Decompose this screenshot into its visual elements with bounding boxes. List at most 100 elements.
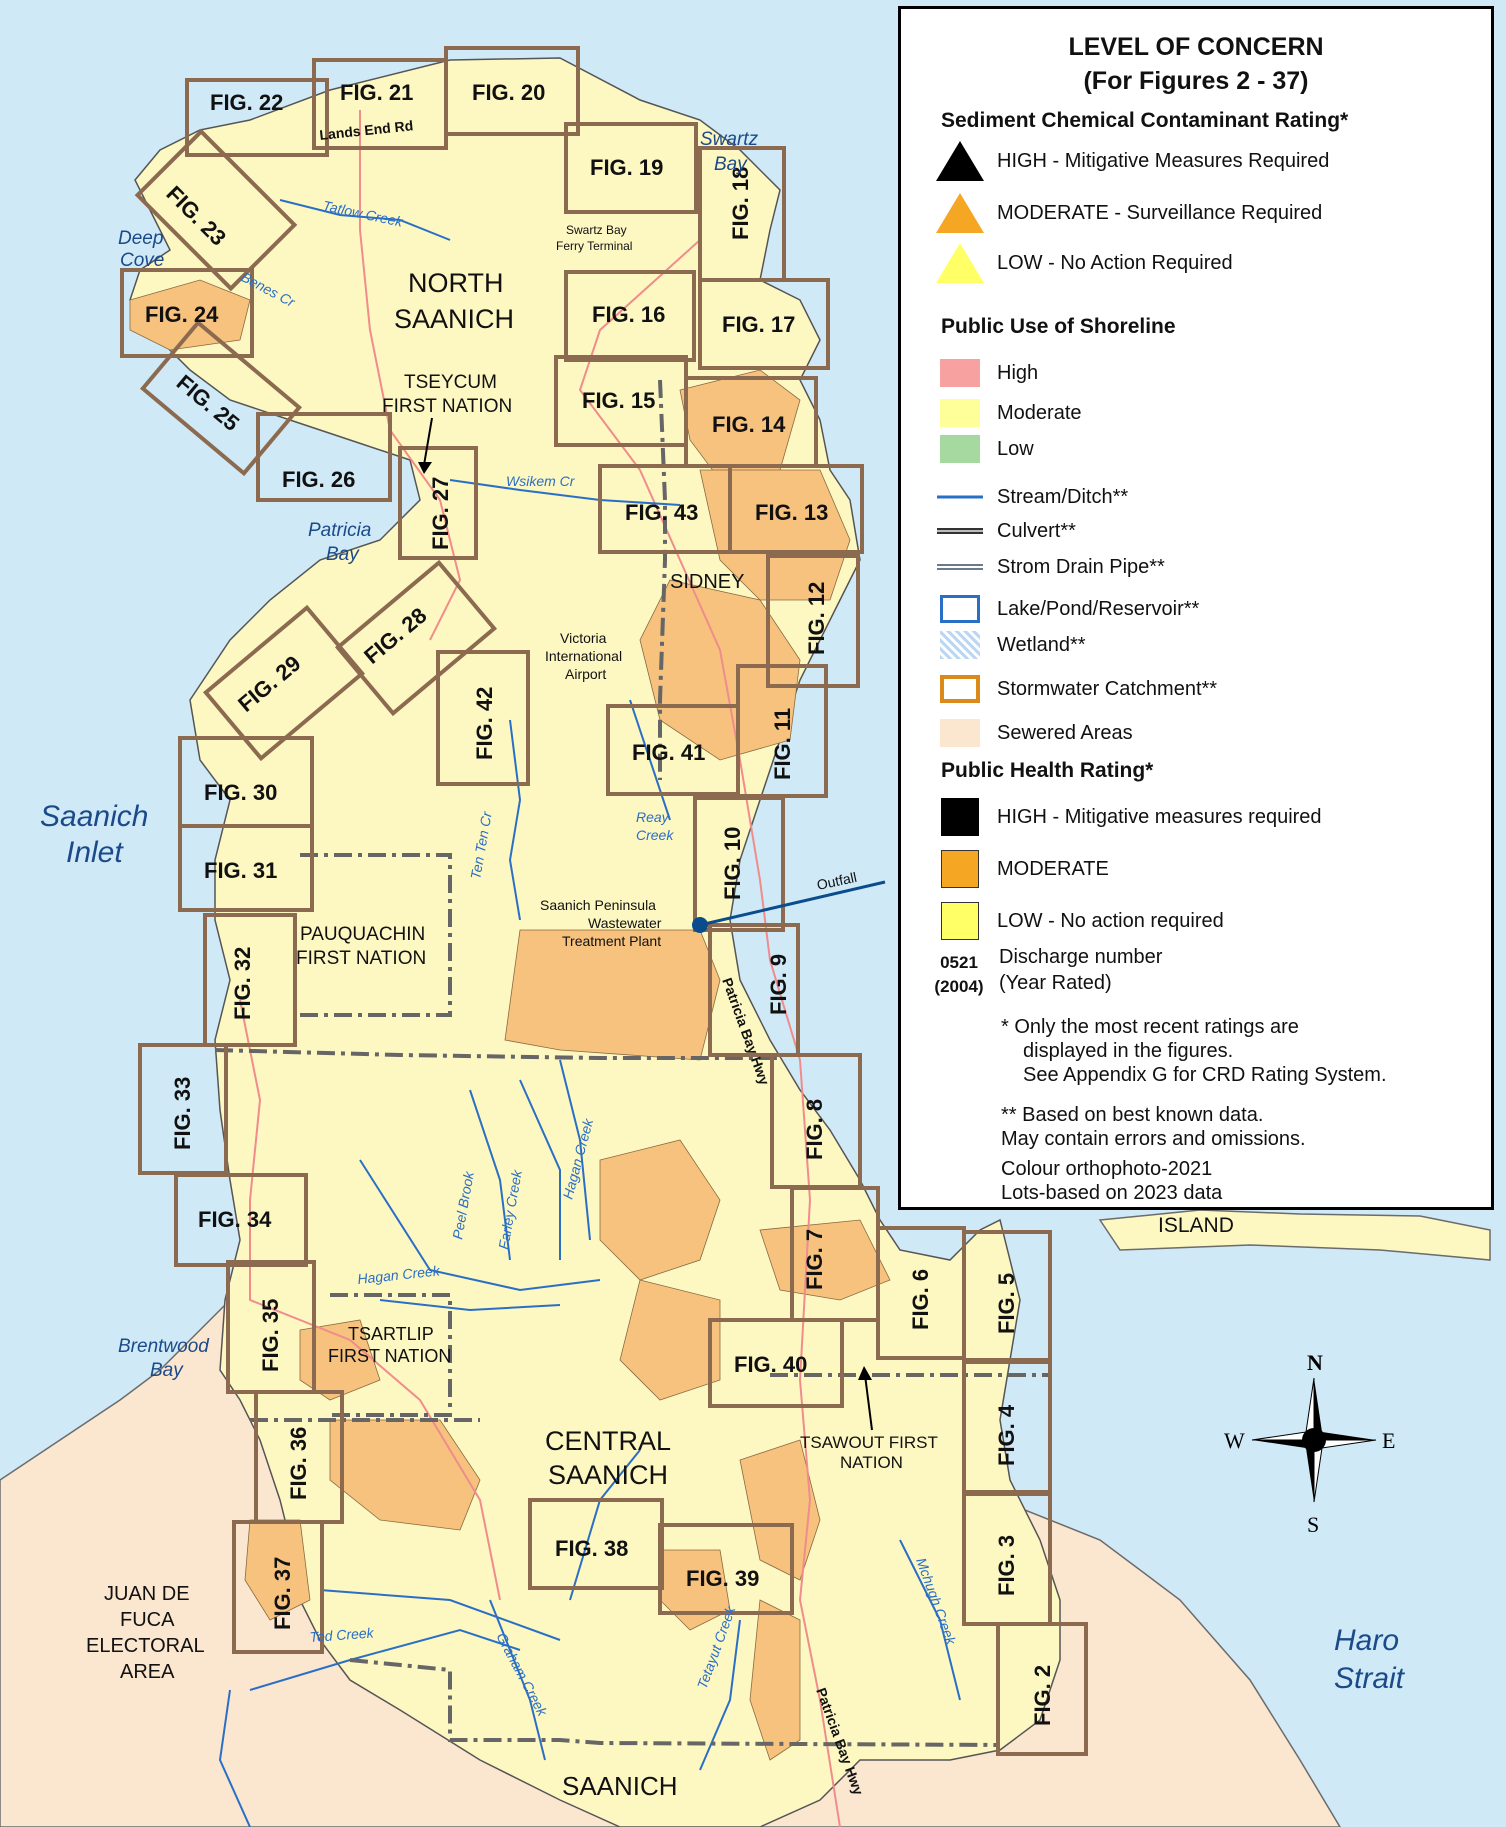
fig-box-19[interactable] (564, 122, 698, 214)
fig-label[interactable]: FIG. 30 (204, 780, 277, 805)
tseycum-arrow-head (418, 462, 432, 474)
square-high-icon (941, 798, 979, 836)
compass-rose: N S E W (1224, 1350, 1395, 1537)
place-ferry-terminal: Swartz Bay (566, 223, 627, 237)
water-haro-strait: Strait (1334, 1662, 1406, 1695)
culvert-row: Culvert** (935, 511, 1076, 551)
fig-label[interactable]: FIG. 8 (802, 1099, 827, 1160)
municipal-boundaries (214, 379, 1050, 1747)
fig-box-34[interactable] (174, 1173, 308, 1267)
fig-box-22[interactable] (185, 78, 329, 157)
discharge-year: (2004) (934, 977, 984, 996)
fig-box-39[interactable] (658, 1523, 794, 1615)
fig-box-17[interactable] (698, 278, 830, 370)
treatment-plant-marker[interactable] (692, 917, 708, 933)
fig-label[interactable]: FIG. 16 (592, 302, 665, 327)
fig-label[interactable]: FIG. 42 (472, 687, 497, 760)
fig-label[interactable]: FIG. 14 (712, 412, 786, 437)
fig-box-27[interactable] (398, 446, 478, 560)
svg-text:S: S (1307, 1512, 1319, 1537)
discharge-number: 0521 (940, 953, 978, 972)
public-use-high-row: High (935, 353, 1038, 393)
public-use-low-row: Low (935, 429, 1034, 469)
place-north-saanich: SAANICH (394, 304, 514, 334)
fig-label[interactable]: FIG. 17 (722, 312, 795, 337)
fig-box-42[interactable] (436, 650, 530, 786)
fig-label[interactable]: FIG. 5 (994, 1273, 1019, 1334)
swatch-moderate-icon (940, 399, 980, 427)
fig-label[interactable]: FIG. 7 (802, 1229, 827, 1290)
fig-label[interactable]: FIG. 32 (230, 947, 255, 1020)
sewered-swatch-icon (940, 719, 980, 747)
fig-label[interactable]: FIG. 43 (625, 500, 698, 525)
fig-box-26[interactable] (256, 412, 392, 502)
place-juan-de-fuca: ELECTORAL (86, 1635, 205, 1657)
fig-label[interactable]: FIG. 34 (198, 1207, 272, 1232)
fig-box-37[interactable] (232, 1520, 324, 1654)
place-island: ISLAND (1158, 1214, 1234, 1237)
wetland-row: Wetland** (935, 625, 1086, 665)
fig-label[interactable]: FIG. 35 (258, 1299, 283, 1372)
fig-box-40[interactable] (708, 1318, 844, 1408)
fig-box-23[interactable] (134, 128, 298, 292)
fig-label[interactable]: FIG. 31 (204, 858, 277, 883)
fig-label[interactable]: FIG. 41 (632, 740, 705, 765)
note-2-line-1: ** Based on best known data. (1001, 1104, 1264, 1126)
fig-label[interactable]: FIG. 27 (428, 477, 453, 550)
fig-box-32[interactable] (203, 913, 297, 1047)
fig-label[interactable]: FIG. 9 (766, 954, 791, 1015)
fig-label[interactable]: FIG. 22 (210, 90, 283, 115)
fig-box-24[interactable] (120, 268, 254, 358)
stream-row: Stream/Ditch** (935, 477, 1128, 517)
fig-box-13[interactable] (728, 464, 864, 554)
fig-box-9[interactable] (708, 923, 800, 1057)
water-haro-strait: Haro (1334, 1624, 1399, 1657)
fig-label[interactable]: FIG. 4 (994, 1404, 1019, 1466)
sediment-low-label: LOW - No Action Required (997, 251, 1233, 274)
neighbour-island (1098, 1209, 1491, 1261)
wetland-pattern-icon (940, 631, 980, 659)
fig-label[interactable]: FIG. 12 (804, 582, 829, 655)
fig-label[interactable]: FIG. 15 (582, 388, 655, 413)
fig-box-12[interactable] (766, 554, 860, 688)
health-moderate-row: MODERATE (935, 849, 1109, 889)
place-tseycum: FIRST NATION (382, 396, 512, 417)
fig-label[interactable]: FIG. 36 (286, 1427, 311, 1500)
health-high-label: HIGH - Mitigative measures required (997, 805, 1322, 828)
creek-tod: Tod Creek (309, 1624, 375, 1645)
place-wwtp: Saanich Peninsula (540, 897, 656, 913)
fig-label[interactable]: FIG. 2 (1030, 1665, 1055, 1726)
public-use-heading: Public Use of Shoreline (941, 315, 1176, 338)
fig-box-10[interactable] (693, 796, 785, 932)
fig-label[interactable]: FIG. 20 (472, 80, 545, 105)
fig-label[interactable]: FIG. 33 (170, 1077, 195, 1150)
fig-box-2[interactable] (996, 1622, 1088, 1756)
note-1-line-3: See Appendix G for CRD Rating System. (1023, 1064, 1387, 1086)
fig-box-20[interactable] (444, 46, 580, 136)
fig-box-16[interactable] (564, 270, 696, 362)
fig-label[interactable]: FIG. 37 (270, 1557, 295, 1630)
health-low-label: LOW - No action required (997, 909, 1224, 932)
fig-box-29[interactable] (202, 604, 366, 762)
fig-label[interactable]: FIG. 6 (908, 1269, 933, 1330)
fig-label[interactable]: FIG. 18 (728, 167, 753, 240)
fig-label[interactable]: FIG. 19 (590, 155, 663, 180)
discharge-label: Discharge number (999, 946, 1163, 968)
fig-label[interactable]: FIG. 21 (340, 80, 413, 105)
fig-label[interactable]: FIG. 13 (755, 500, 828, 525)
fig-label[interactable]: FIG. 38 (555, 1536, 628, 1561)
creek-wsikem: Wsikem Cr (506, 473, 576, 489)
fig-label[interactable]: FIG. 39 (686, 1566, 759, 1591)
water-saanich-inlet: Saanich (40, 800, 148, 833)
fig-box-31[interactable] (178, 824, 314, 912)
sewered-label: Sewered Areas (997, 721, 1133, 744)
fig-label[interactable]: FIG. 24 (145, 302, 219, 327)
fig-label[interactable]: FIG. 3 (994, 1535, 1019, 1596)
fig-label[interactable]: FIG. 10 (720, 827, 745, 900)
fig-label[interactable]: FIG. 40 (734, 1352, 807, 1377)
fig-box-28[interactable] (334, 559, 498, 717)
fig-box-25[interactable] (139, 319, 303, 477)
public-use-moderate-row: Moderate (935, 393, 1082, 433)
fig-label[interactable]: FIG. 11 (770, 708, 795, 780)
fig-label[interactable]: FIG. 26 (282, 467, 355, 492)
